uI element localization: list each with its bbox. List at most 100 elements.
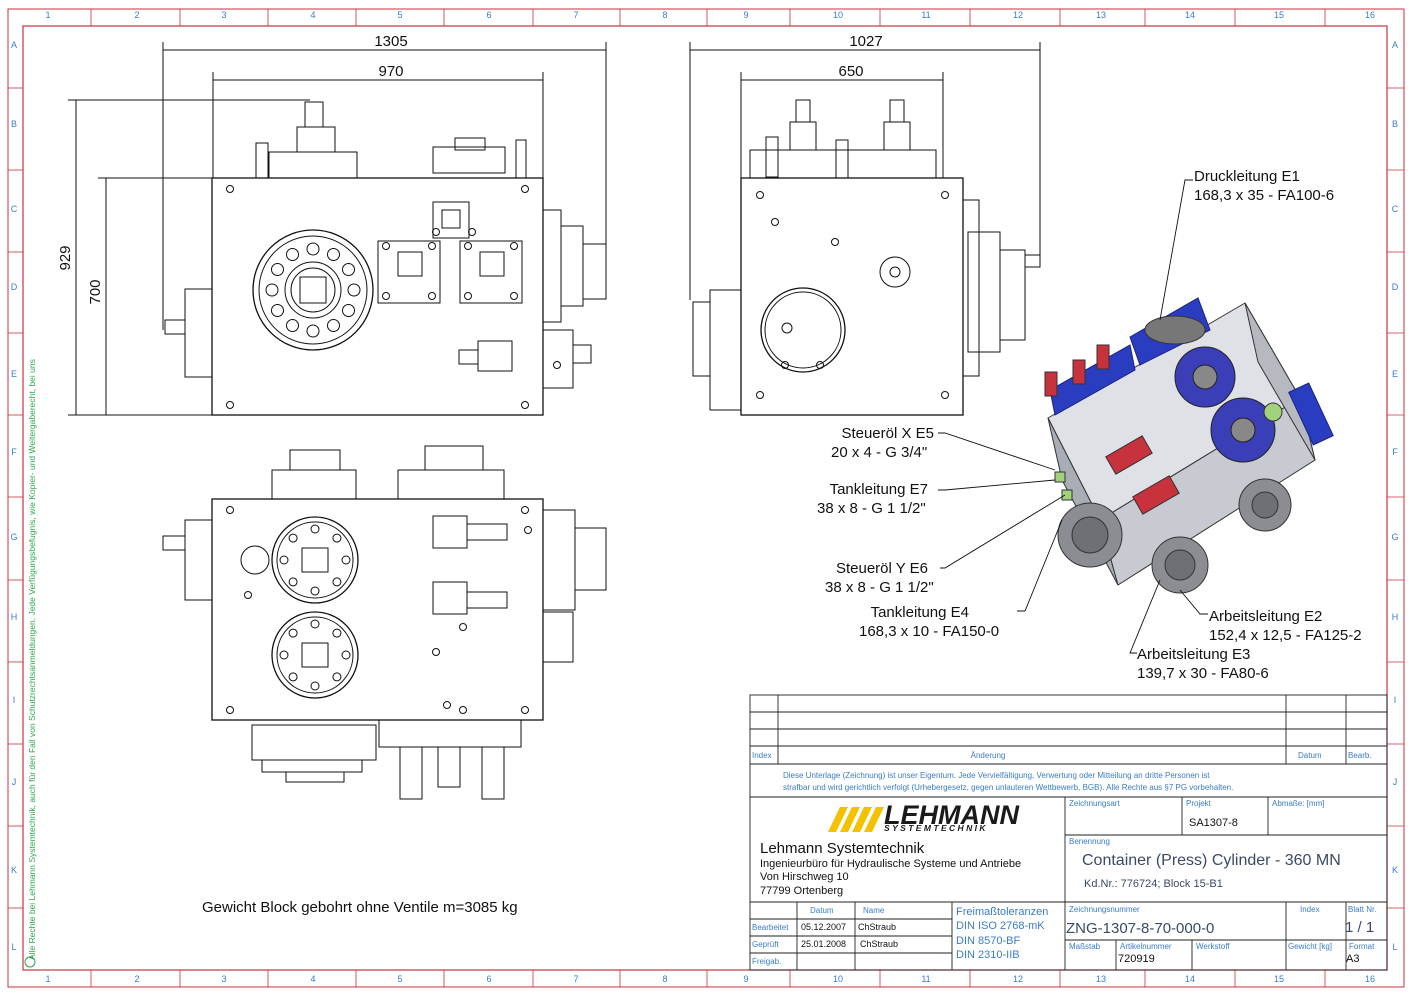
frame-row-label: E bbox=[11, 369, 17, 379]
benennung-label: Benennung bbox=[1069, 837, 1110, 846]
frame-row-label: G bbox=[10, 532, 17, 542]
werkstoff-label: Werkstoff bbox=[1196, 942, 1230, 951]
bolt-hole bbox=[310, 524, 320, 534]
frame-row-label: I bbox=[13, 695, 16, 705]
frame-col-label: 8 bbox=[662, 10, 667, 20]
frame-row-label: H bbox=[11, 612, 18, 622]
frame-col-label: 13 bbox=[1096, 974, 1106, 984]
frame-row-label: G bbox=[1391, 532, 1398, 542]
callout-leaders bbox=[938, 179, 1208, 654]
bearbeitet-label: Bearbeitet bbox=[752, 923, 789, 932]
frame-col-label: 14 bbox=[1185, 974, 1195, 984]
drill-hole bbox=[464, 292, 472, 300]
callout-e4-spec: 168,3 x 10 - FA150-0 bbox=[859, 623, 999, 640]
datum-label: Datum bbox=[810, 906, 834, 915]
inner-frame bbox=[22, 25, 1388, 971]
rev-edit-label: Bearb. bbox=[1348, 751, 1372, 760]
drill-hole bbox=[226, 401, 234, 409]
company-name: Lehmann Systemtechnik bbox=[760, 840, 925, 857]
logo-subtitle: SYSTEMTECHNIK bbox=[884, 823, 988, 833]
bolt-hole bbox=[327, 319, 340, 333]
copyright-line-1: Diese Unterlage (Zeichnung) ist unser Ei… bbox=[783, 771, 1210, 780]
bolt-hole bbox=[288, 577, 298, 587]
bolt-hole bbox=[341, 555, 351, 565]
logo-wordmark: LEHMANN bbox=[884, 800, 1019, 830]
bolt-hole bbox=[332, 577, 342, 587]
frame-row-label: C bbox=[1392, 204, 1399, 214]
drill-hole bbox=[244, 591, 252, 599]
title-block bbox=[749, 694, 1388, 971]
company-description: Ingenieurbüro für Hydraulische Systeme u… bbox=[760, 858, 1021, 870]
bolt-hole bbox=[279, 555, 289, 565]
drill-hole bbox=[226, 506, 234, 514]
norm-din-8570: DIN 8570-BF bbox=[956, 935, 1020, 947]
drill-hole bbox=[521, 185, 529, 193]
frame-col-label: 5 bbox=[397, 10, 402, 20]
drill-hole bbox=[432, 228, 440, 236]
drill-hole bbox=[756, 191, 764, 199]
frame-col-label: 16 bbox=[1365, 974, 1375, 984]
benennung-value: Container (Press) Cylinder - 360 MN bbox=[1082, 852, 1341, 869]
frame-col-label: 14 bbox=[1185, 10, 1195, 20]
drill-hole bbox=[432, 648, 440, 656]
norm-iso-2768: DIN ISO 2768-mK bbox=[956, 920, 1045, 932]
zeichnungsnummer-label: Zeichnungsnummer bbox=[1069, 905, 1140, 914]
norm-din-2310: DIN 2310-IIB bbox=[956, 949, 1020, 961]
drill-hole bbox=[382, 292, 390, 300]
geprueft-label: Geprüft bbox=[752, 940, 779, 949]
bolt-hole bbox=[270, 304, 284, 317]
frame-col-label: 6 bbox=[486, 974, 491, 984]
format-value: A3 bbox=[1346, 953, 1359, 965]
freigabe-label: Freigab. bbox=[752, 957, 781, 966]
drill-hole bbox=[510, 242, 518, 250]
frame-col-label: 9 bbox=[743, 10, 748, 20]
frame-col-label: 3 bbox=[221, 10, 226, 20]
top-view bbox=[162, 445, 607, 800]
frame-col-label: 1 bbox=[45, 10, 50, 20]
callout-e2-spec: 152,4 x 12,5 - FA125-2 bbox=[1209, 627, 1362, 644]
drill-hole bbox=[459, 623, 467, 631]
company-city: 77799 Ortenberg bbox=[760, 885, 843, 897]
frame-col-label: 7 bbox=[573, 974, 578, 984]
dim-side-width-total: 1027 bbox=[849, 33, 882, 50]
drill-hole bbox=[443, 701, 451, 709]
frame-row-label: B bbox=[1392, 119, 1398, 129]
callout-e5-spec: 20 x 4 - G 3/4" bbox=[831, 444, 927, 461]
drill-hole bbox=[831, 238, 839, 246]
bolt-hole bbox=[332, 672, 342, 682]
dim-front-height-body: 700 bbox=[87, 279, 104, 304]
drill-hole bbox=[464, 242, 472, 250]
frame-col-label: 9 bbox=[743, 974, 748, 984]
bearbeitet-date: 05.12.2007 bbox=[801, 922, 846, 932]
frame-row-label: D bbox=[11, 282, 18, 292]
drill-hole bbox=[941, 391, 949, 399]
drill-hole bbox=[510, 292, 518, 300]
bolt-hole bbox=[341, 650, 351, 660]
copyright-circle-icon bbox=[24, 956, 36, 968]
frame-row-label: D bbox=[1392, 282, 1399, 292]
artikelnummer-label: Artikelnummer bbox=[1120, 942, 1172, 951]
rev-change-label: Änderung bbox=[971, 751, 1006, 760]
callout-e6-spec: 38 x 8 - G 1 1/2" bbox=[825, 579, 934, 596]
frame-row-label: A bbox=[1392, 40, 1398, 50]
drill-hole bbox=[941, 191, 949, 199]
callout-e4-name: Tankleitung E4 bbox=[871, 604, 969, 621]
frame-row-label: F bbox=[1392, 447, 1398, 457]
drill-hole bbox=[226, 185, 234, 193]
drill-hole bbox=[226, 706, 234, 714]
geprueft-date: 25.01.2008 bbox=[801, 939, 846, 949]
frame-col-label: 13 bbox=[1096, 10, 1106, 20]
callout-e6-name: Steueröl Y E6 bbox=[836, 560, 928, 577]
projekt-value: SA1307-8 bbox=[1189, 817, 1238, 829]
projekt-label: Projekt bbox=[1186, 799, 1212, 808]
frame-row-label: H bbox=[1392, 612, 1399, 622]
bolt-hole bbox=[286, 247, 299, 261]
dim-front-height-total: 929 bbox=[57, 245, 74, 270]
bolt-hole bbox=[288, 672, 298, 682]
format-label: Format bbox=[1349, 942, 1375, 951]
company-street: Von Hirschweg 10 bbox=[760, 871, 849, 883]
drill-hole bbox=[521, 401, 529, 409]
drill-hole bbox=[781, 361, 789, 369]
bolt-hole bbox=[310, 681, 320, 691]
frame-row-label: J bbox=[1393, 777, 1398, 787]
